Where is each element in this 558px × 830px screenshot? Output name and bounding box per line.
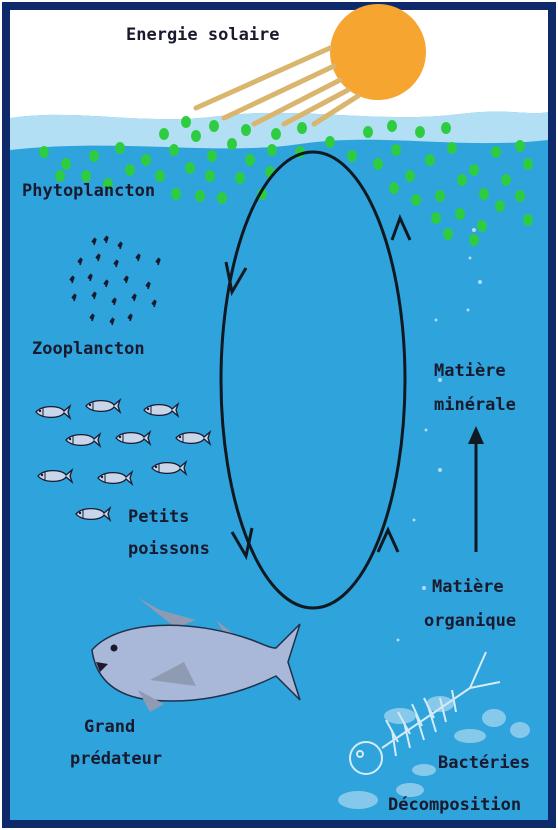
- phytoplankton-dot: [441, 122, 451, 134]
- phytoplankton-dot: [155, 170, 165, 182]
- phytoplankton-dot: [217, 192, 227, 204]
- phytoplankton-dot: [523, 214, 533, 226]
- water: [10, 112, 548, 820]
- phytoplankton-dot: [373, 158, 383, 170]
- phytoplankton-dot: [207, 150, 217, 162]
- phytoplankton-dot: [241, 124, 251, 136]
- label-solar-energy: Energie solaire: [126, 25, 280, 45]
- phytoplankton-dot: [39, 146, 49, 158]
- phytoplankton-dot: [389, 182, 399, 194]
- label-predator-line1: Grand: [84, 717, 135, 737]
- phytoplankton-dot: [271, 128, 281, 140]
- phytoplankton-dot: [115, 142, 125, 154]
- label-mineral-line1: Matière: [434, 361, 506, 381]
- phytoplankton-dot: [347, 150, 357, 162]
- phytoplankton-dot: [405, 170, 415, 182]
- label-organic-line1: Matière: [432, 577, 504, 597]
- phytoplankton-dot: [523, 158, 533, 170]
- phytoplankton-dot: [325, 136, 335, 148]
- phytoplankton-dot: [185, 162, 195, 174]
- sun-icon: [330, 4, 426, 100]
- phytoplankton-dot: [501, 174, 511, 186]
- phytoplankton-dot: [469, 164, 479, 176]
- phytoplankton-dot: [159, 128, 169, 140]
- label-small-fish-line2: poissons: [128, 539, 210, 559]
- phytoplankton-dot: [387, 120, 397, 132]
- phytoplankton-dot: [457, 174, 467, 186]
- phytoplankton-dot: [235, 172, 245, 184]
- label-bacteria: Bactéries: [438, 753, 530, 773]
- phytoplankton-dot: [491, 146, 501, 158]
- phytoplankton-dot: [469, 234, 479, 246]
- phytoplankton-dot: [171, 188, 181, 200]
- phytoplankton-dot: [141, 154, 151, 166]
- phytoplankton-dot: [435, 190, 445, 202]
- label-organic-line2: organique: [424, 611, 516, 631]
- phytoplankton-dot: [297, 122, 307, 134]
- phytoplankton-dot: [411, 194, 421, 206]
- phytoplankton-dot: [125, 164, 135, 176]
- phytoplankton-dot: [245, 154, 255, 166]
- phytoplankton-dot: [61, 158, 71, 170]
- label-mineral-line2: minérale: [434, 395, 516, 415]
- phytoplankton-dot: [431, 212, 441, 224]
- phytoplankton-dot: [227, 138, 237, 150]
- phytoplankton-dot: [479, 188, 489, 200]
- phytoplankton-dot: [415, 126, 425, 138]
- label-small-fish-line1: Petits: [128, 507, 189, 527]
- label-phytoplankton: Phytoplancton: [22, 181, 155, 201]
- phytoplankton-dot: [495, 200, 505, 212]
- phytoplankton-dot: [169, 144, 179, 156]
- phytoplankton-dot: [425, 154, 435, 166]
- phytoplankton-dot: [391, 144, 401, 156]
- label-predator-line2: prédateur: [70, 749, 162, 769]
- phytoplankton-dot: [191, 130, 201, 142]
- phytoplankton-dot: [515, 140, 525, 152]
- label-decomposition: Décomposition: [388, 795, 521, 815]
- phytoplankton-dot: [363, 126, 373, 138]
- phytoplankton-dot: [267, 144, 277, 156]
- phytoplankton-dot: [447, 142, 457, 154]
- phytoplankton-dot: [209, 120, 219, 132]
- phytoplankton-dot: [443, 228, 453, 240]
- phytoplankton-dot: [455, 208, 465, 220]
- phytoplankton-dot: [195, 190, 205, 202]
- phytoplankton-dot: [205, 170, 215, 182]
- phytoplankton-dot: [515, 190, 525, 202]
- phytoplankton-dot: [89, 150, 99, 162]
- label-zooplankton: Zooplancton: [32, 339, 145, 359]
- phytoplankton-dot: [181, 116, 191, 128]
- phytoplankton-dot: [477, 220, 487, 232]
